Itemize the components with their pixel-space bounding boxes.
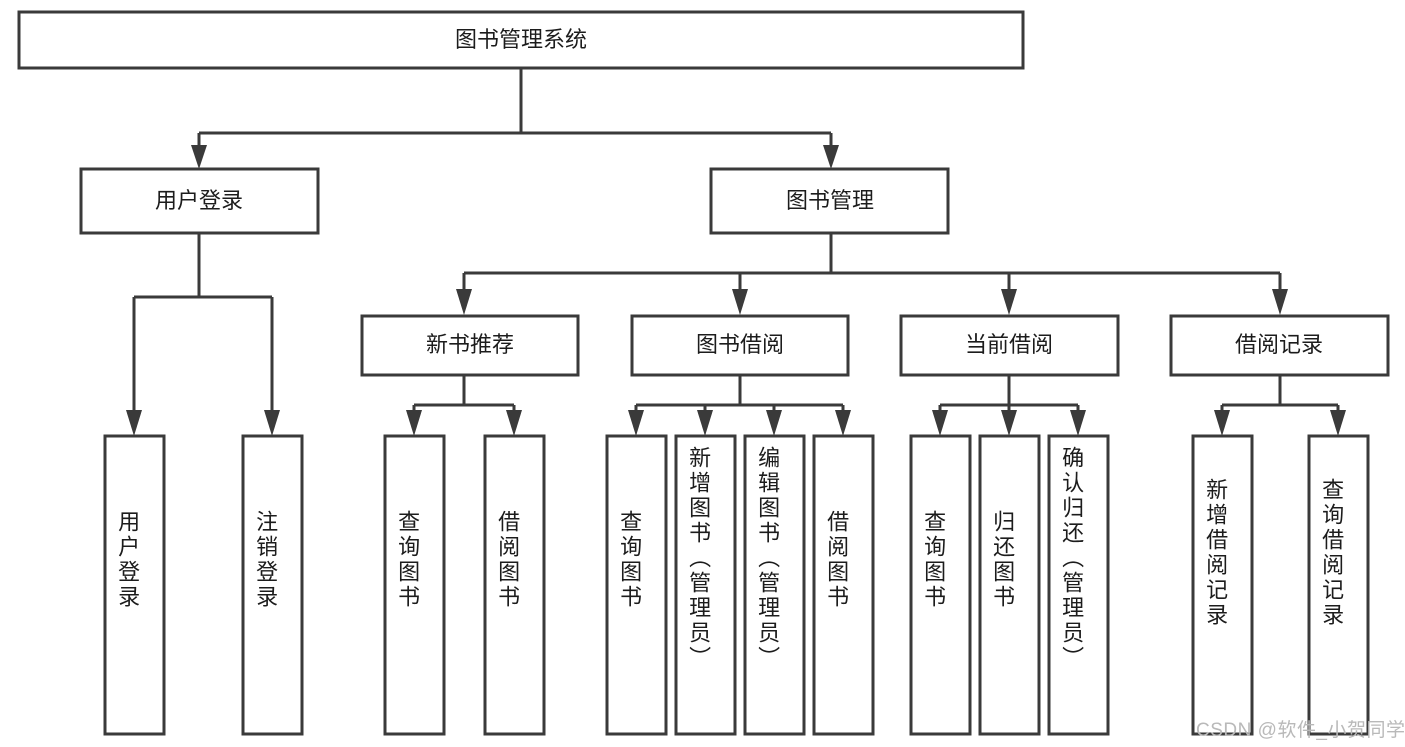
connector-group-current-borrow: [932, 375, 1086, 436]
arrow-head-user-login: [191, 145, 207, 169]
node-box-leaf-book-borrow-2[interactable]: [743, 434, 806, 736]
arrow-head-book-borrow-leaf-3: [835, 410, 851, 436]
node-label-book-management: 图书管理: [786, 188, 874, 213]
arrow-head-l3-1: [732, 289, 748, 315]
node-box-leaf-book-borrow-0[interactable]: [605, 434, 668, 736]
arrow-head-book-mgmt: [823, 145, 839, 169]
arrow-head-current-borrow-leaf-2: [1070, 410, 1086, 436]
node-label-new-book-recommend: 新书推荐: [426, 332, 514, 357]
arrow-head-l3-0: [456, 289, 472, 315]
node-box-leaf-borrow-records-0[interactable]: [1191, 434, 1254, 736]
node-label-current-borrow: 当前借阅: [965, 332, 1053, 357]
arrow-head-borrow-records-leaf-1: [1330, 410, 1346, 436]
node-label-borrow-records: 借阅记录: [1235, 332, 1323, 357]
node-box-book-borrow[interactable]: [630, 314, 850, 377]
arrow-head-borrow-records-leaf-0: [1214, 410, 1230, 436]
node-label-user-login: 用户登录: [155, 188, 243, 213]
node-box-leaf-current-borrow-1[interactable]: [978, 434, 1041, 736]
arrow-head-current-borrow-leaf-1: [1001, 410, 1017, 436]
arrow-head-new-book-leaf-0: [406, 410, 422, 436]
node-box-leaf-current-borrow-2[interactable]: [1047, 434, 1110, 736]
csdn-watermark: CSDN @软件_小贺同学: [1196, 720, 1405, 741]
connector-group-book-borrow: [628, 375, 851, 436]
node-box-leaf-borrow-records-1[interactable]: [1307, 434, 1370, 736]
arrow-head-l3-3: [1272, 289, 1288, 315]
node-box-leaf-book-borrow-1[interactable]: [674, 434, 737, 736]
node-label-root: 图书管理系统: [455, 27, 587, 52]
node-box-borrow-records[interactable]: [1169, 314, 1390, 377]
node-box-leaf-new-book-0[interactable]: [383, 434, 446, 736]
node-box-root[interactable]: [17, 10, 1025, 70]
node-box-leaf-book-borrow-3[interactable]: [812, 434, 875, 736]
arrow-head-l3-2: [1001, 289, 1017, 315]
node-box-leaf-new-book-1[interactable]: [483, 434, 546, 736]
node-box-new-book-recommend[interactable]: [360, 314, 580, 377]
node-box-leaf-current-borrow-0[interactable]: [909, 434, 972, 736]
arrow-head-new-book-leaf-1: [506, 410, 522, 436]
node-box-book-management[interactable]: [709, 167, 950, 235]
node-box-user-login[interactable]: [79, 167, 320, 235]
arrow-head-book-borrow-leaf-2: [766, 410, 782, 436]
arrow-head-book-borrow-leaf-1: [697, 410, 713, 436]
node-box-leaf-user-login-0[interactable]: [103, 434, 166, 736]
arrow-head-current-borrow-leaf-0: [932, 410, 948, 436]
connector-group-user-login: [126, 233, 280, 436]
connector-group-root: [191, 68, 839, 169]
arrow-head-book-borrow-leaf-0: [628, 410, 644, 436]
arrow-head-user-login-leaf-0: [126, 410, 142, 436]
arrow-head-user-login-leaf-1: [264, 410, 280, 436]
node-box-current-borrow[interactable]: [899, 314, 1120, 377]
connector-group-borrow-records: [1214, 375, 1346, 436]
node-box-leaf-user-login-1[interactable]: [241, 434, 304, 736]
connector-group-book-mgmt: [456, 233, 1288, 315]
connector-group-new-book: [406, 375, 522, 436]
node-label-book-borrow: 图书借阅: [696, 332, 784, 357]
